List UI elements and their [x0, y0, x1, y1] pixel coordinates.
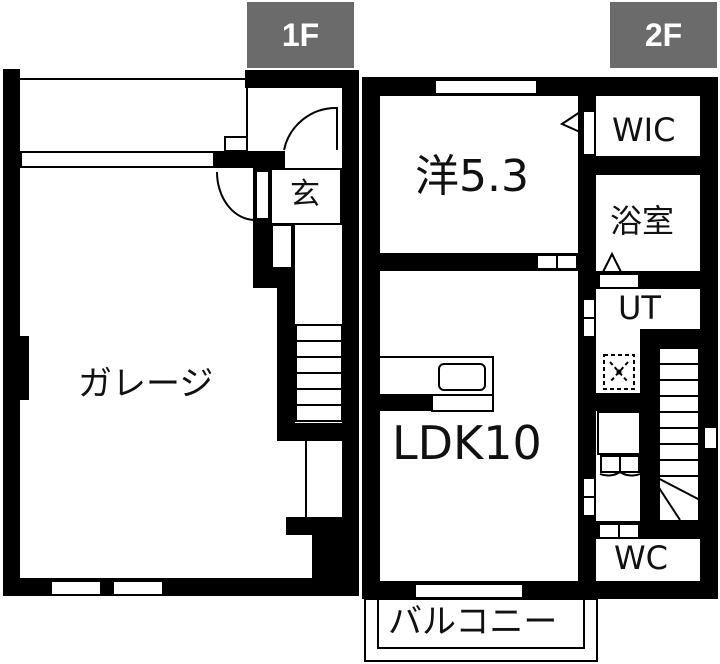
entry-step: [224, 136, 248, 152]
wall: [3, 69, 20, 596]
sink: [438, 363, 486, 391]
counter-edge: [431, 394, 494, 412]
closet: [597, 411, 641, 455]
wall: [378, 395, 434, 411]
wall: [245, 70, 359, 88]
balcony-inner: [377, 598, 585, 649]
room-label-garage: ガレージ: [78, 364, 214, 404]
wall: [312, 517, 346, 582]
room-label-balcony: バルコニー: [388, 602, 558, 642]
room-label-ldk: LDK10: [392, 416, 542, 470]
entrance-floor: [270, 168, 342, 225]
wall: [20, 78, 246, 80]
wall: [213, 151, 285, 168]
room-label-utility: UT: [618, 289, 661, 327]
wall: [700, 77, 718, 599]
wic-door: [582, 110, 596, 156]
wall: [594, 156, 704, 175]
wall: [342, 70, 359, 596]
window: [703, 426, 718, 450]
stairs-2f: [658, 347, 700, 522]
window: [112, 580, 164, 596]
room-label-entrance: 玄: [290, 177, 320, 212]
room-label-toilet: WC: [614, 539, 668, 577]
window: [50, 580, 102, 596]
wall: [277, 268, 295, 440]
floor-badge-2f: 2F: [610, 2, 717, 68]
wall: [362, 77, 380, 599]
floor-badge-1f: 1F: [247, 2, 354, 68]
shoe-box: [271, 224, 293, 269]
wall: [305, 440, 307, 518]
window: [434, 79, 538, 95]
wall: [3, 336, 29, 400]
door-frame: [255, 170, 270, 220]
room-label-bathroom: 浴室: [610, 202, 675, 240]
bath-door: [598, 273, 640, 289]
wall: [277, 423, 345, 441]
room-label-western-room: 洋5.3: [415, 151, 529, 202]
room-label-wic: WIC: [612, 111, 676, 149]
wall: [578, 94, 596, 599]
wall: [246, 86, 248, 152]
wall: [378, 253, 580, 271]
wall: [594, 393, 644, 411]
